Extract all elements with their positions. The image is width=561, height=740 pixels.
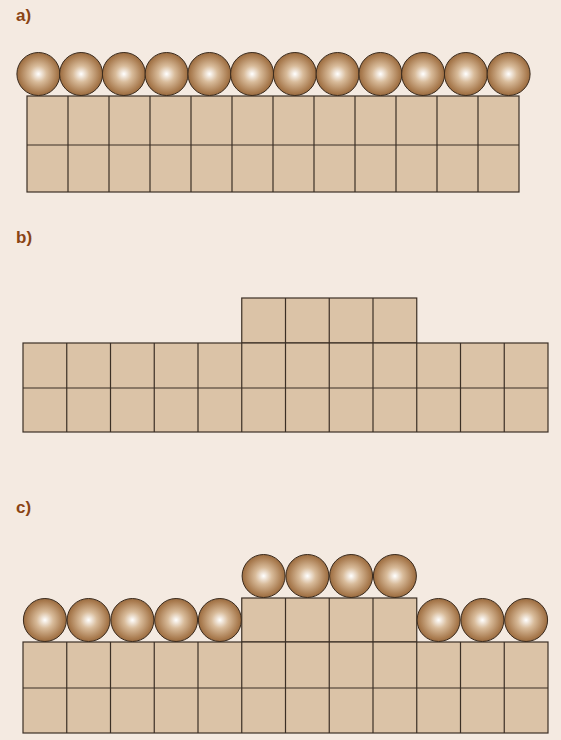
panel-label: c) — [16, 498, 31, 518]
adsorbed-atoms — [23, 555, 547, 642]
substrate-block — [23, 598, 548, 733]
substrate-block — [23, 298, 548, 432]
panel-label: a) — [16, 6, 31, 26]
substrate-block — [27, 96, 519, 192]
panel-label: b) — [16, 228, 32, 248]
adsorbed-atoms — [17, 53, 530, 96]
